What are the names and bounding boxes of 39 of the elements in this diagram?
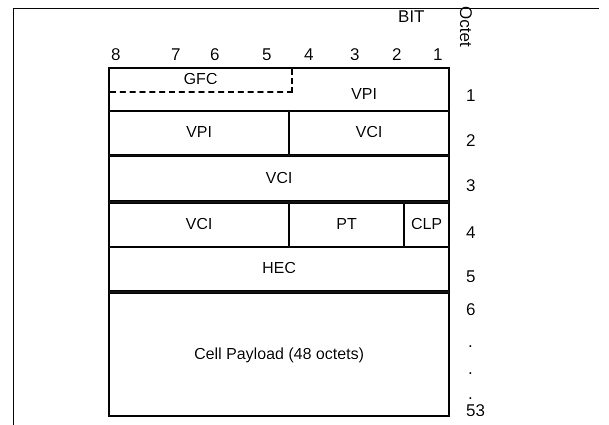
- field-label: VCI: [186, 216, 212, 234]
- header-field: [108, 202, 290, 248]
- field-label: PT: [336, 216, 357, 234]
- field-label: VCI: [266, 170, 292, 188]
- bit-number: 1: [433, 46, 442, 63]
- bit-number: 4: [304, 46, 314, 63]
- dashed-field-region: [110, 69, 293, 93]
- bit-number: 6: [210, 46, 220, 63]
- field-label: CLP: [410, 216, 442, 234]
- field-label: GFC: [184, 71, 218, 89]
- octet-number: 6: [466, 301, 476, 318]
- octet-number: 2: [466, 132, 476, 149]
- octet-number: 5: [466, 268, 476, 285]
- octet-number: 4: [466, 224, 476, 241]
- bit-heading: BIT: [398, 8, 424, 25]
- field-label: VPI: [186, 124, 212, 142]
- octet-number: 3: [466, 177, 476, 194]
- bit-number: 5: [262, 46, 272, 63]
- header-field: [288, 110, 450, 156]
- octet-heading: Octet: [457, 6, 474, 47]
- octet-number: 53: [466, 402, 485, 419]
- field-label: VCI: [356, 124, 382, 142]
- octet-dot: .: [468, 360, 473, 377]
- header-field: [108, 246, 450, 292]
- header-field: [108, 67, 450, 112]
- header-field: [108, 292, 450, 417]
- octet-dot: .: [468, 385, 473, 402]
- bit-number: 8: [111, 46, 120, 63]
- bit-number: 2: [392, 46, 402, 63]
- bit-number: 3: [350, 46, 360, 63]
- field-label: VPI: [351, 86, 377, 104]
- field-label: HEC: [262, 260, 296, 278]
- header-field: [403, 202, 450, 248]
- header-field: [108, 110, 290, 156]
- bit-number: 7: [171, 46, 180, 63]
- octet-number: 1: [466, 87, 476, 104]
- header-field: [108, 155, 450, 202]
- octet-dot: .: [468, 333, 473, 350]
- field-label: Cell Payload (48 octets): [194, 346, 364, 364]
